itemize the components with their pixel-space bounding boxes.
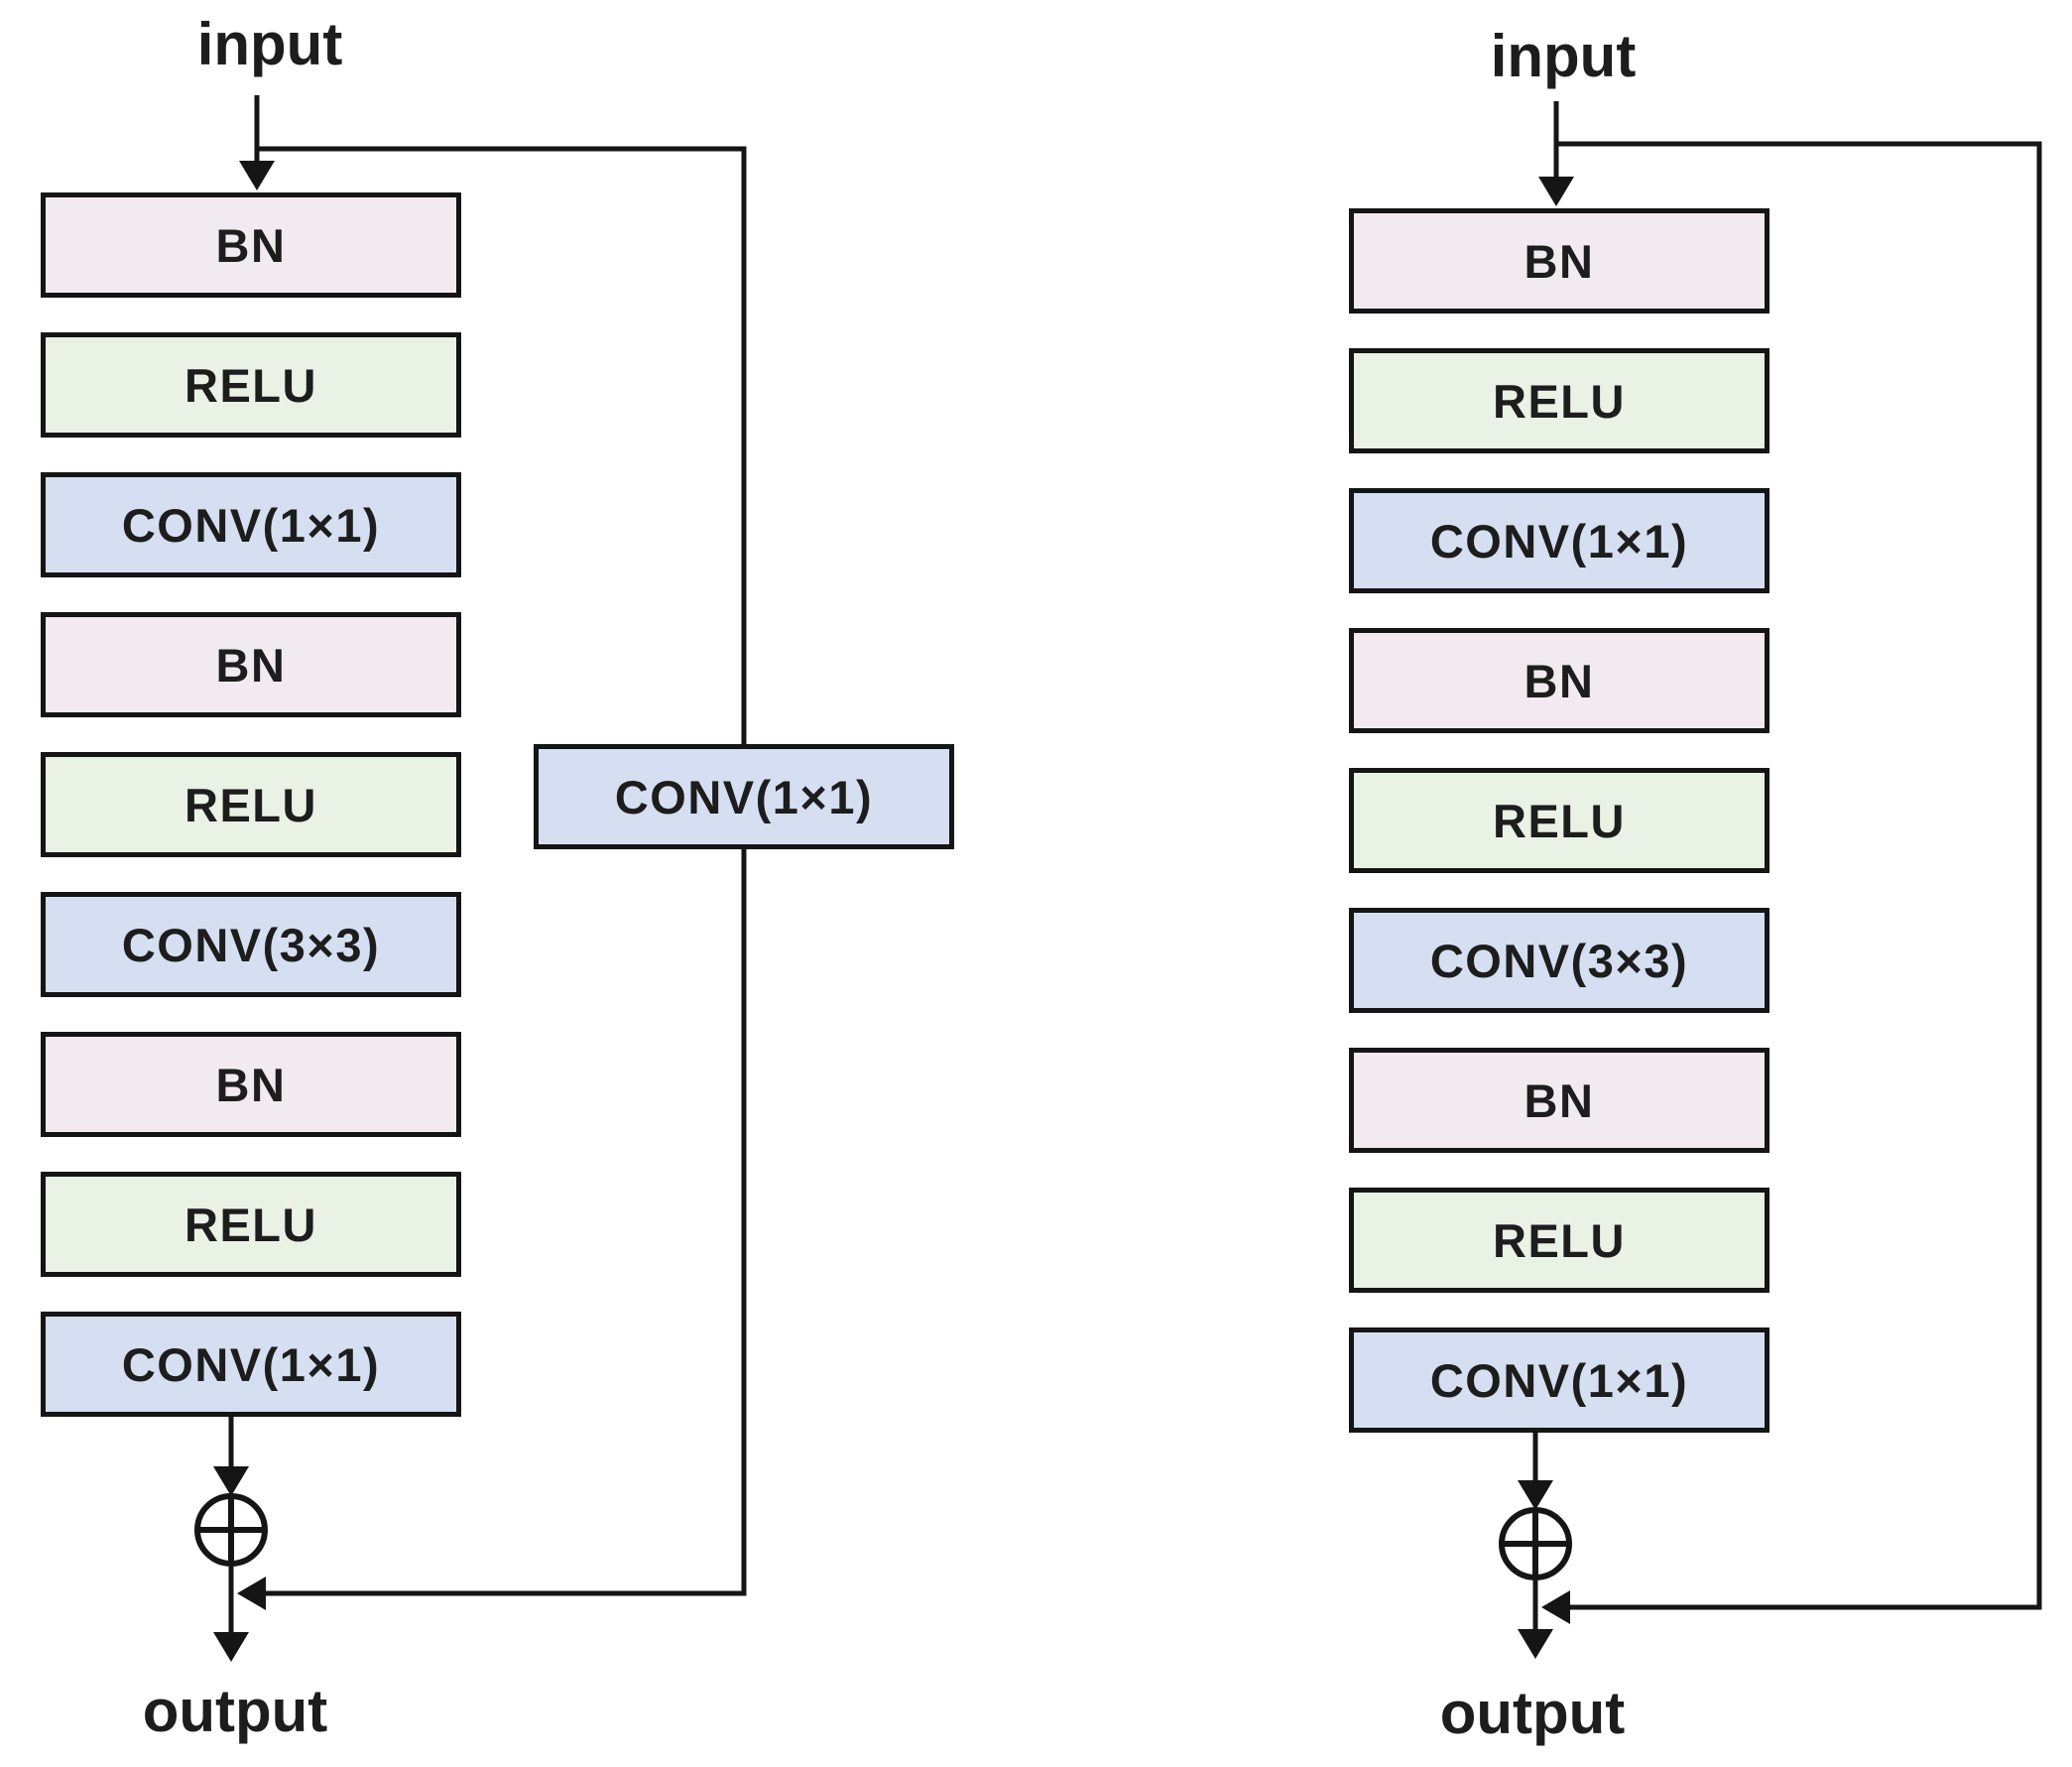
layer-label: RELU	[1493, 1213, 1626, 1267]
left-layer-box-relu-2: RELU	[41, 752, 461, 857]
layer-label: BN	[1524, 1073, 1595, 1127]
left-layer-box-bn-1: BN	[41, 192, 461, 298]
left-merge-left-arrowhead-icon	[237, 1577, 266, 1610]
left-layer-box-relu-3: RELU	[41, 1172, 461, 1277]
right-block-connectors	[1499, 101, 2042, 1659]
left-layer-box-conv1x1-1: CONV(1×1)	[41, 472, 461, 577]
right-input-label: input	[1490, 23, 1637, 89]
right-layer-box-bn-3: BN	[1349, 1048, 1769, 1153]
right-merge-left-arrowhead-icon	[1541, 1590, 1570, 1624]
right-input-arrowhead-icon	[1538, 177, 1574, 206]
left-shortcut-conv-box: CONV(1×1)	[534, 744, 954, 849]
right-layer-box-conv1x1-2: CONV(1×1)	[1349, 1327, 1769, 1433]
left-premerge-arrowhead-icon	[213, 1466, 249, 1496]
layer-label: CONV(1×1)	[121, 1337, 381, 1391]
layer-label: BN	[215, 218, 287, 272]
layer-label: RELU	[184, 358, 317, 412]
left-layer-box-conv1x1-2: CONV(1×1)	[41, 1312, 461, 1417]
left-layer-box-conv3x3: CONV(3×3)	[41, 892, 461, 997]
layer-label: BN	[1524, 234, 1595, 288]
left-layer-box-bn-2: BN	[41, 612, 461, 717]
layer-label: CONV(3×3)	[121, 918, 381, 971]
right-layer-box-conv1x1-1: CONV(1×1)	[1349, 488, 1769, 593]
right-layer-box-relu-3: RELU	[1349, 1188, 1769, 1293]
right-layer-box-conv3x3: CONV(3×3)	[1349, 908, 1769, 1013]
right-output-arrowhead-icon	[1518, 1629, 1553, 1659]
layer-label: RELU	[1493, 374, 1626, 428]
layer-label: BN	[1524, 654, 1595, 707]
layer-label: RELU	[184, 778, 317, 831]
layer-label: RELU	[1493, 794, 1626, 847]
right-output-label: output	[1439, 1680, 1626, 1746]
layer-label: RELU	[184, 1198, 317, 1251]
right-premerge-arrowhead-icon	[1518, 1480, 1553, 1510]
left-input-label: input	[196, 11, 343, 77]
layer-label: CONV(1×1)	[1429, 514, 1689, 568]
layer-label: CONV(1×1)	[121, 498, 381, 552]
layer-label: CONV(3×3)	[1429, 934, 1689, 987]
right-identity-shortcut-line	[1549, 141, 2042, 1610]
left-input-arrowhead-icon	[239, 161, 275, 190]
layer-label: BN	[215, 1058, 287, 1111]
left-shortcut-branch-line	[257, 146, 747, 752]
layer-label: BN	[215, 638, 287, 692]
left-output-label: output	[142, 1678, 328, 1744]
left-layer-box-bn-3: BN	[41, 1032, 461, 1137]
right-layer-box-bn-1: BN	[1349, 208, 1769, 314]
layer-label: CONV(1×1)	[1429, 1353, 1689, 1407]
left-output-arrowhead-icon	[213, 1632, 249, 1662]
left-shortcut-return-line	[244, 845, 747, 1596]
right-layer-box-relu-1: RELU	[1349, 348, 1769, 453]
layer-label: CONV(1×1)	[614, 770, 874, 823]
right-layer-box-relu-2: RELU	[1349, 768, 1769, 873]
left-layer-box-relu-1: RELU	[41, 332, 461, 438]
right-layer-box-bn-2: BN	[1349, 628, 1769, 733]
left-block-connectors	[194, 95, 747, 1662]
